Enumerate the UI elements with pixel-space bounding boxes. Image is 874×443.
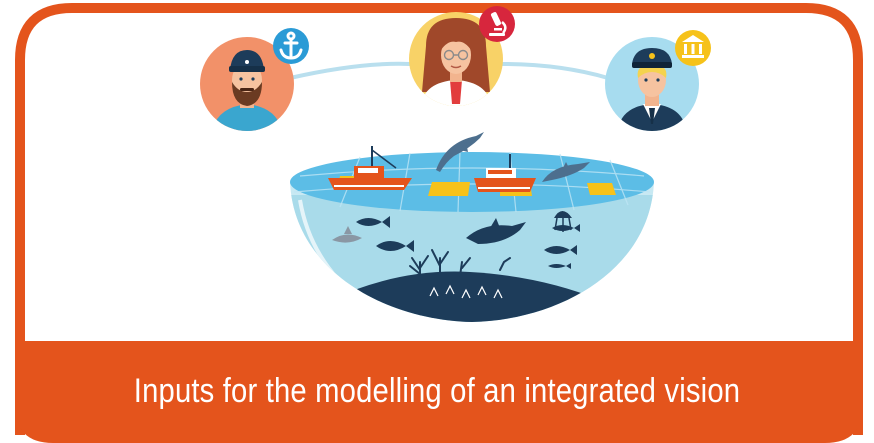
connector-right (501, 62, 609, 80)
fishing-boat-left (328, 146, 412, 190)
jellyfish (554, 211, 572, 232)
coral-reef (409, 249, 511, 281)
officer-avatar (605, 37, 699, 131)
fisher-avatar (200, 37, 294, 131)
fishing-boat-right (474, 154, 536, 192)
institution-badge (675, 30, 711, 66)
orange-frame (15, 3, 863, 435)
institution-icon (682, 35, 704, 58)
fish-school (356, 216, 580, 269)
dolphin-underwater (466, 218, 526, 244)
dolphin-jumping (436, 132, 484, 172)
caption-band (15, 341, 863, 443)
sea-bowl (290, 132, 654, 322)
shark (332, 226, 362, 243)
scientist-avatar (409, 12, 503, 106)
connector-left (289, 61, 411, 80)
zone-3 (587, 183, 616, 195)
seabed (330, 271, 600, 322)
microscope-badge (479, 6, 515, 42)
anchor-badge (273, 28, 309, 64)
caption-title: Inputs for the modelling of an integrate… (133, 371, 741, 410)
dolphin-surface (542, 162, 590, 182)
microscope-icon (489, 12, 507, 36)
anchor-icon (279, 31, 303, 60)
zone-1 (428, 182, 470, 196)
